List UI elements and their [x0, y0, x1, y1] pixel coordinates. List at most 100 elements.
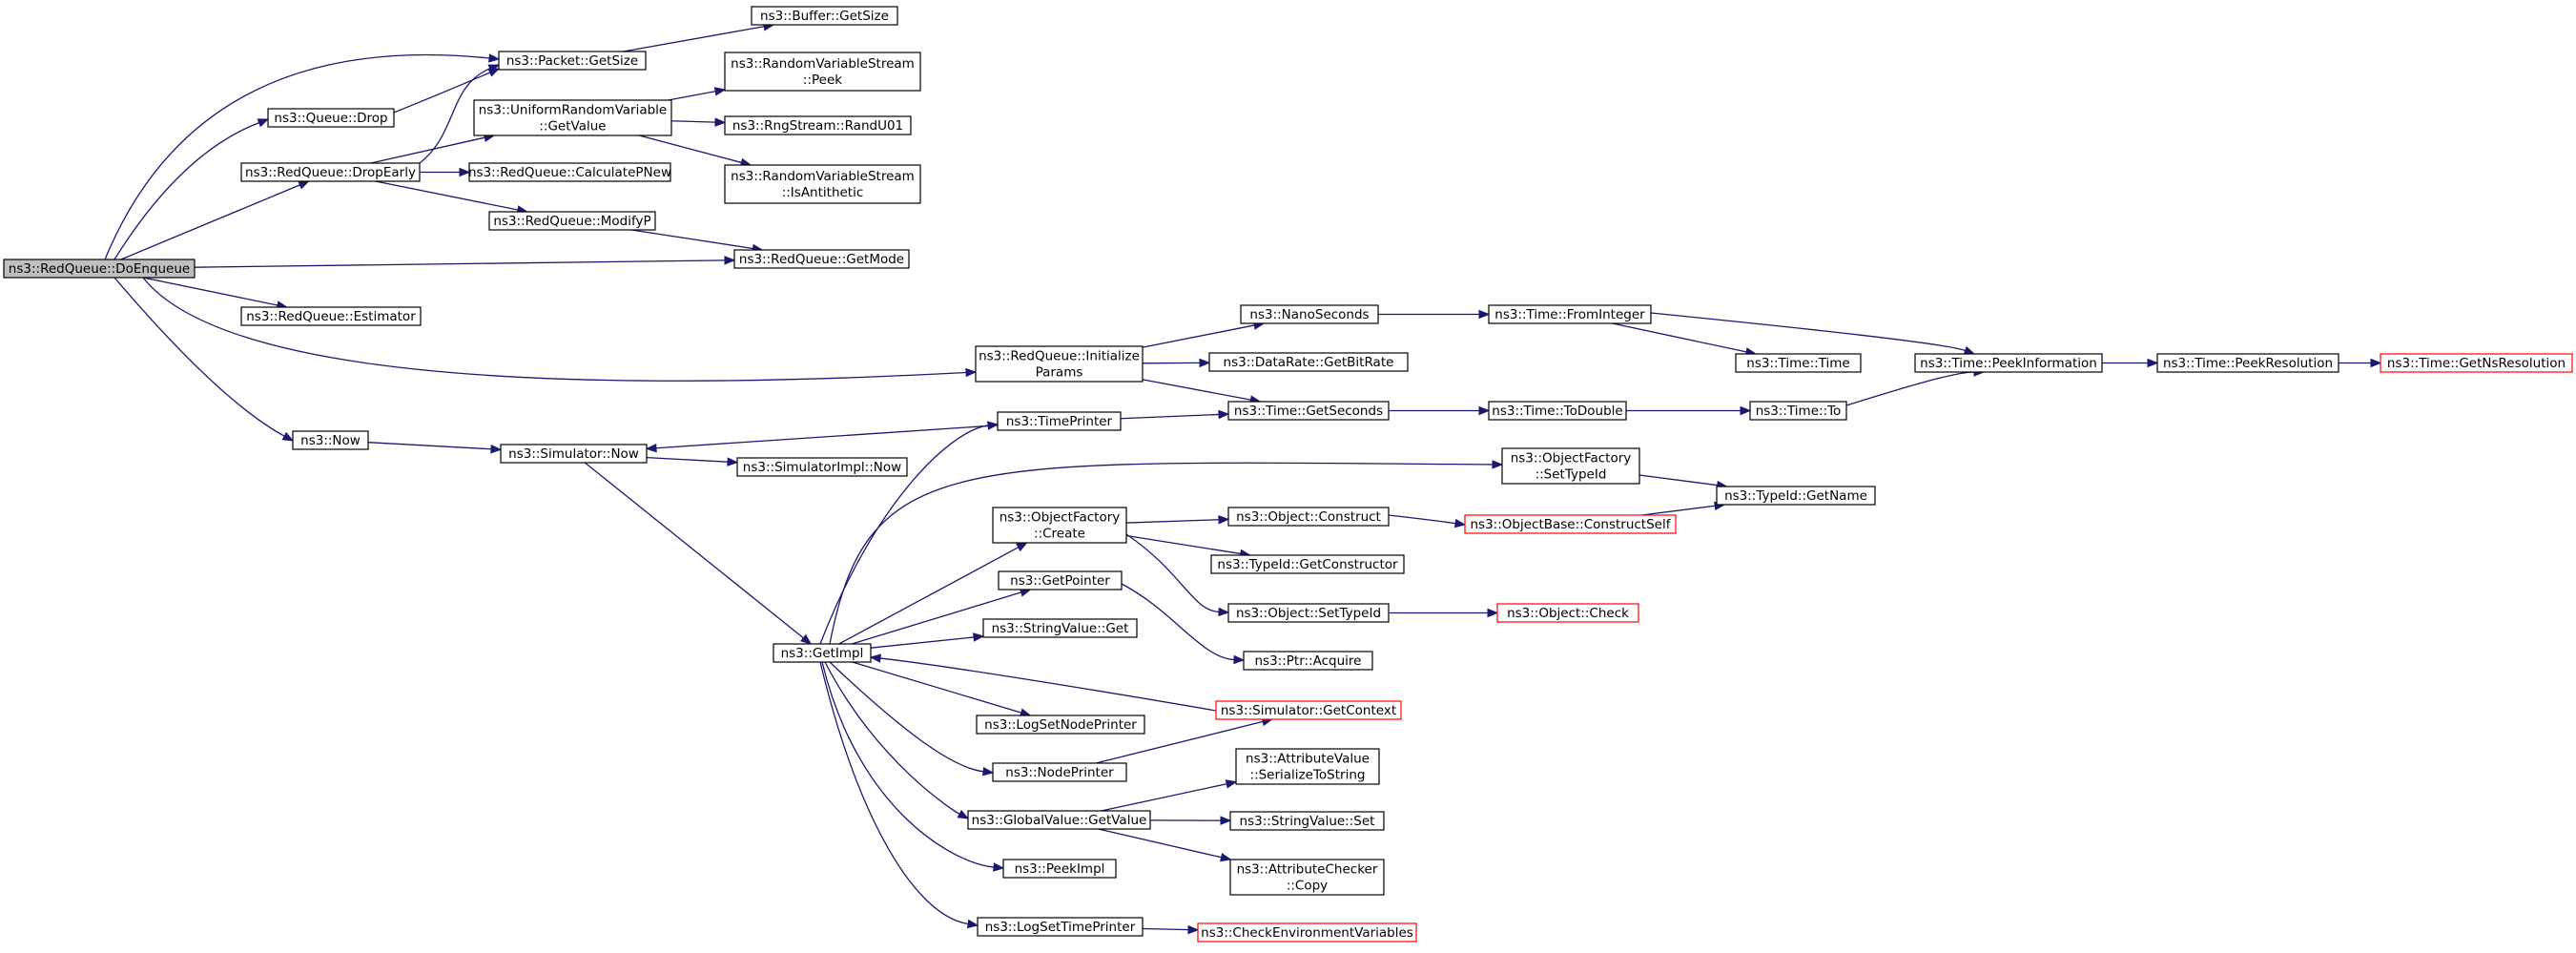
node-object-check[interactable]: ns3::Object::Check — [1496, 603, 1639, 623]
node-datarate-getbitrate-box[interactable] — [1208, 352, 1409, 372]
node-timeprinter-box[interactable] — [997, 411, 1122, 431]
node-redqueue-modifyp-box[interactable] — [488, 211, 656, 231]
node-time-getnsresolution[interactable]: ns3::Time::GetNsResolution — [2380, 353, 2573, 373]
node-object-settypeid-box[interactable] — [1227, 603, 1390, 623]
node-object-construct[interactable]: ns3::Object::Construct — [1227, 507, 1390, 527]
node-redqueue-calculatepnew-box[interactable] — [468, 162, 671, 182]
node-objectfactory-create[interactable]: ns3::ObjectFactory::Create — [992, 507, 1127, 544]
node-getimpl[interactable]: ns3::GetImpl — [773, 643, 872, 663]
node-now-box[interactable] — [292, 430, 369, 450]
node-peekimpl-box[interactable] — [1002, 859, 1117, 879]
node-checkenvvars[interactable]: ns3::CheckEnvironmentVariables — [1197, 922, 1417, 943]
node-getpointer-box[interactable] — [998, 570, 1123, 590]
node-attrchecker-copy[interactable]: ns3::AttributeChecker::Copy — [1229, 859, 1385, 896]
node-attrvalue-serialize[interactable]: ns3::AttributeValue::SerializeToString — [1235, 748, 1380, 785]
node-time-peekresolution-box[interactable] — [2156, 353, 2339, 373]
node-object-check-box[interactable] — [1496, 603, 1639, 623]
node-time-peekinformation[interactable]: ns3::Time::PeekInformation — [1914, 353, 2103, 373]
node-globalvalue-getvalue[interactable]: ns3::GlobalValue::GetValue — [967, 810, 1151, 830]
node-rngstream-randu01[interactable]: ns3::RngStream::RandU01 — [724, 115, 912, 135]
node-time-frominteger-box[interactable] — [1488, 304, 1652, 324]
node-nodeprinter-box[interactable] — [992, 762, 1127, 782]
node-getpointer[interactable]: ns3::GetPointer — [998, 570, 1123, 590]
node-stringvalue-get[interactable]: ns3::StringValue::Get — [982, 618, 1138, 638]
node-redqueue-initparams-box[interactable] — [975, 345, 1144, 383]
node-time-time-box[interactable] — [1735, 353, 1862, 373]
node-buffer-getsize[interactable]: ns3::Buffer::GetSize — [751, 6, 898, 26]
node-packet-getsize-box[interactable] — [498, 51, 647, 71]
node-queue-drop[interactable]: ns3::Queue::Drop — [267, 108, 395, 128]
node-rvs-isantithetic[interactable]: ns3::RandomVariableStream::IsAntithetic — [724, 164, 921, 204]
node-time-frominteger[interactable]: ns3::Time::FromInteger — [1488, 304, 1652, 324]
node-packet-getsize[interactable]: ns3::Packet::GetSize — [498, 51, 647, 71]
node-objectfactory-create-box[interactable] — [992, 507, 1127, 544]
node-time-getnsresolution-box[interactable] — [2380, 353, 2573, 373]
node-attrvalue-serialize-box[interactable] — [1235, 748, 1380, 785]
node-objectfactory-settypeid[interactable]: ns3::ObjectFactory::SetTypeId — [1501, 447, 1640, 485]
node-attrchecker-copy-box[interactable] — [1229, 859, 1385, 896]
node-rvs-isantithetic-box[interactable] — [724, 164, 921, 204]
node-time-to-box[interactable] — [1749, 401, 1847, 421]
node-rvs-peek-box[interactable] — [724, 52, 921, 92]
node-logsetnodeprinter[interactable]: ns3::LogSetNodePrinter — [976, 715, 1145, 735]
node-time-getseconds-box[interactable] — [1227, 401, 1390, 421]
node-redqueue-estimator-box[interactable] — [240, 306, 422, 326]
node-typeid-getconstructor-box[interactable] — [1210, 554, 1405, 574]
node-uniform-getvalue-box[interactable] — [473, 99, 672, 136]
node-time-getseconds[interactable]: ns3::Time::GetSeconds — [1227, 401, 1390, 421]
node-getimpl-box[interactable] — [773, 643, 872, 663]
node-time-to[interactable]: ns3::Time::To — [1749, 401, 1847, 421]
node-checkenvvars-box[interactable] — [1197, 922, 1417, 943]
node-root[interactable]: ns3::RedQueue::DoEnqueue — [3, 259, 196, 279]
node-peekimpl[interactable]: ns3::PeekImpl — [1002, 859, 1117, 879]
node-time-peekinformation-box[interactable] — [1914, 353, 2103, 373]
node-redqueue-modifyp[interactable]: ns3::RedQueue::ModifyP — [488, 211, 656, 231]
node-ptr-acquire-box[interactable] — [1243, 651, 1373, 671]
node-time-todouble-box[interactable] — [1488, 401, 1627, 421]
node-simulatorimpl-now-box[interactable] — [736, 457, 908, 477]
node-simulator-now-box[interactable] — [500, 444, 648, 464]
node-redqueue-dropearly-box[interactable] — [240, 162, 421, 182]
node-redqueue-estimator[interactable]: ns3::RedQueue::Estimator — [240, 306, 422, 326]
node-time-peekresolution[interactable]: ns3::Time::PeekResolution — [2156, 353, 2339, 373]
node-globalvalue-getvalue-box[interactable] — [967, 810, 1151, 830]
node-logsetnodeprinter-box[interactable] — [976, 715, 1145, 735]
node-objectfactory-settypeid-box[interactable] — [1501, 447, 1640, 485]
node-stringvalue-set-box[interactable] — [1229, 811, 1385, 831]
node-simulator-getcontext-box[interactable] — [1215, 700, 1402, 720]
node-nodeprinter[interactable]: ns3::NodePrinter — [992, 762, 1127, 782]
node-simulator-getcontext[interactable]: ns3::Simulator::GetContext — [1215, 700, 1402, 720]
node-logsettimeprinter[interactable]: ns3::LogSetTimePrinter — [977, 917, 1144, 937]
node-rvs-peek[interactable]: ns3::RandomVariableStream::Peek — [724, 52, 921, 92]
node-redqueue-getmode-box[interactable] — [733, 249, 910, 269]
node-now[interactable]: ns3::Now — [292, 430, 369, 450]
node-simulator-now[interactable]: ns3::Simulator::Now — [500, 444, 648, 464]
node-ptr-acquire[interactable]: ns3::Ptr::Acquire — [1243, 651, 1373, 671]
node-redqueue-dropearly[interactable]: ns3::RedQueue::DropEarly — [240, 162, 421, 182]
node-object-settypeid[interactable]: ns3::Object::SetTypeId — [1227, 603, 1390, 623]
node-objectbase-constructself-box[interactable] — [1464, 514, 1677, 534]
node-simulatorimpl-now[interactable]: ns3::SimulatorImpl::Now — [736, 457, 908, 477]
node-object-construct-box[interactable] — [1227, 507, 1390, 527]
node-nanoseconds-box[interactable] — [1240, 304, 1379, 324]
node-time-todouble[interactable]: ns3::Time::ToDouble — [1488, 401, 1627, 421]
node-buffer-getsize-box[interactable] — [751, 6, 898, 26]
node-redqueue-calculatepnew[interactable]: ns3::RedQueue::CalculatePNew — [468, 162, 671, 182]
node-rngstream-randu01-box[interactable] — [724, 115, 912, 135]
node-root-box[interactable] — [3, 259, 196, 279]
node-logsettimeprinter-box[interactable] — [977, 917, 1144, 937]
node-typeid-getname-box[interactable] — [1716, 486, 1876, 506]
node-uniform-getvalue[interactable]: ns3::UniformRandomVariable::GetValue — [473, 99, 672, 136]
node-time-time[interactable]: ns3::Time::Time — [1735, 353, 1862, 373]
node-datarate-getbitrate[interactable]: ns3::DataRate::GetBitRate — [1208, 352, 1409, 372]
node-stringvalue-set[interactable]: ns3::StringValue::Set — [1229, 811, 1385, 831]
node-objectbase-constructself[interactable]: ns3::ObjectBase::ConstructSelf — [1464, 514, 1677, 534]
node-typeid-getname[interactable]: ns3::TypeId::GetName — [1716, 486, 1876, 506]
node-nanoseconds[interactable]: ns3::NanoSeconds — [1240, 304, 1379, 324]
node-typeid-getconstructor[interactable]: ns3::TypeId::GetConstructor — [1210, 554, 1405, 574]
node-queue-drop-box[interactable] — [267, 108, 395, 128]
node-timeprinter[interactable]: ns3::TimePrinter — [997, 411, 1122, 431]
node-stringvalue-get-box[interactable] — [982, 618, 1138, 638]
node-redqueue-getmode[interactable]: ns3::RedQueue::GetMode — [733, 249, 910, 269]
